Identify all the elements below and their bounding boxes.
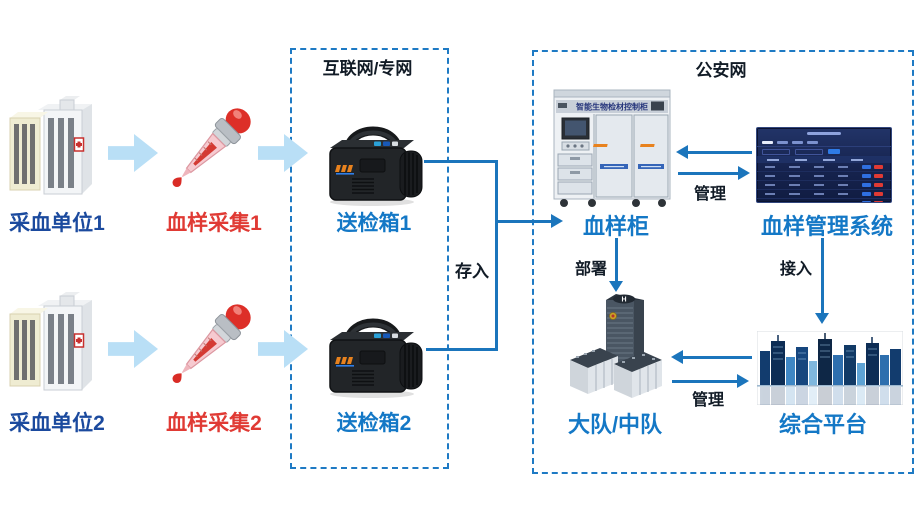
unit1-label: 采血单位1 (9, 212, 105, 235)
hospital-buildings-icon (9, 292, 92, 391)
manage-cabinet-left-shaft (688, 151, 752, 154)
access-edge-label: 接入 (780, 261, 813, 278)
access-arrow-shaft (821, 238, 824, 314)
city-skyline-icon (757, 331, 903, 405)
police-net-zone-box (532, 50, 914, 474)
access-arrowhead (815, 313, 829, 324)
box2-label: 送检箱2 (336, 412, 412, 435)
deploy-arrowhead (609, 281, 623, 292)
screen-filter-bar (757, 147, 891, 156)
flow-arrow-icon (108, 134, 158, 172)
store-arrowhead (551, 214, 563, 228)
manage-cabinet-right-shaft (678, 172, 738, 175)
manage-cabinet-label: 管理 (694, 186, 727, 203)
transport-box-icon (329, 318, 423, 398)
screen-table-rows (757, 163, 891, 202)
brigade-label: 大队/中队 (567, 412, 663, 437)
box1-label: 送检箱1 (336, 212, 412, 235)
transport-box-icon (329, 126, 423, 206)
manage-platform-right-arrowhead (737, 374, 749, 388)
sample1-label: 血样采集1 (166, 212, 262, 235)
box1-connector-line (424, 160, 498, 163)
store-edge-label: 存入 (455, 262, 489, 281)
management-screen (756, 127, 892, 203)
unit2-label: 采血单位2 (9, 412, 105, 435)
screen-table-row (757, 181, 891, 190)
blood-dropper-icon (172, 304, 251, 384)
screen-title-bar (757, 128, 891, 138)
mgmt-system-label: 血样管理系统 (760, 214, 893, 239)
screen-table-row (757, 172, 891, 181)
manage-cabinet-right-arrowhead (738, 166, 750, 180)
deploy-edge-label: 部署 (575, 261, 608, 278)
blood-dropper-icon (172, 108, 251, 188)
helipad-letter: H (621, 297, 626, 304)
store-vertical-line (495, 160, 498, 351)
manage-platform-left-arrowhead (671, 350, 683, 364)
hospital-buildings-icon (9, 96, 92, 195)
internet-zone-box (290, 48, 449, 469)
police-building-icon: H (570, 294, 662, 398)
flow-arrow-icon (108, 330, 158, 368)
screen-table-header (757, 156, 891, 163)
box2-connector-line (426, 348, 498, 351)
manage-cabinet-left-arrowhead (676, 145, 688, 159)
police-net-zone-label: 公安网 (695, 61, 747, 80)
screen-table-row (757, 199, 891, 202)
platform-label: 综合平台 (778, 412, 867, 437)
internet-zone-label: 互联网/专网 (322, 59, 413, 78)
sample-cabinet-icon: 智能生物检材控制柜 (553, 89, 671, 207)
manage-platform-right-shaft (672, 380, 737, 383)
screen-table-row (757, 163, 891, 172)
manage-platform-label: 管理 (692, 392, 725, 409)
screen-table-row (757, 190, 891, 199)
manage-platform-left-shaft (683, 356, 752, 359)
skyline-buildings (760, 333, 901, 385)
sample2-label: 血样采集2 (166, 412, 262, 435)
cabinet-header-text: 智能生物检材控制柜 (576, 102, 648, 112)
screen-tab-bar (757, 138, 891, 147)
cabinet-label: 血样柜 (582, 214, 649, 239)
deploy-arrow-shaft (615, 238, 618, 282)
store-arrow-shaft (495, 220, 551, 223)
